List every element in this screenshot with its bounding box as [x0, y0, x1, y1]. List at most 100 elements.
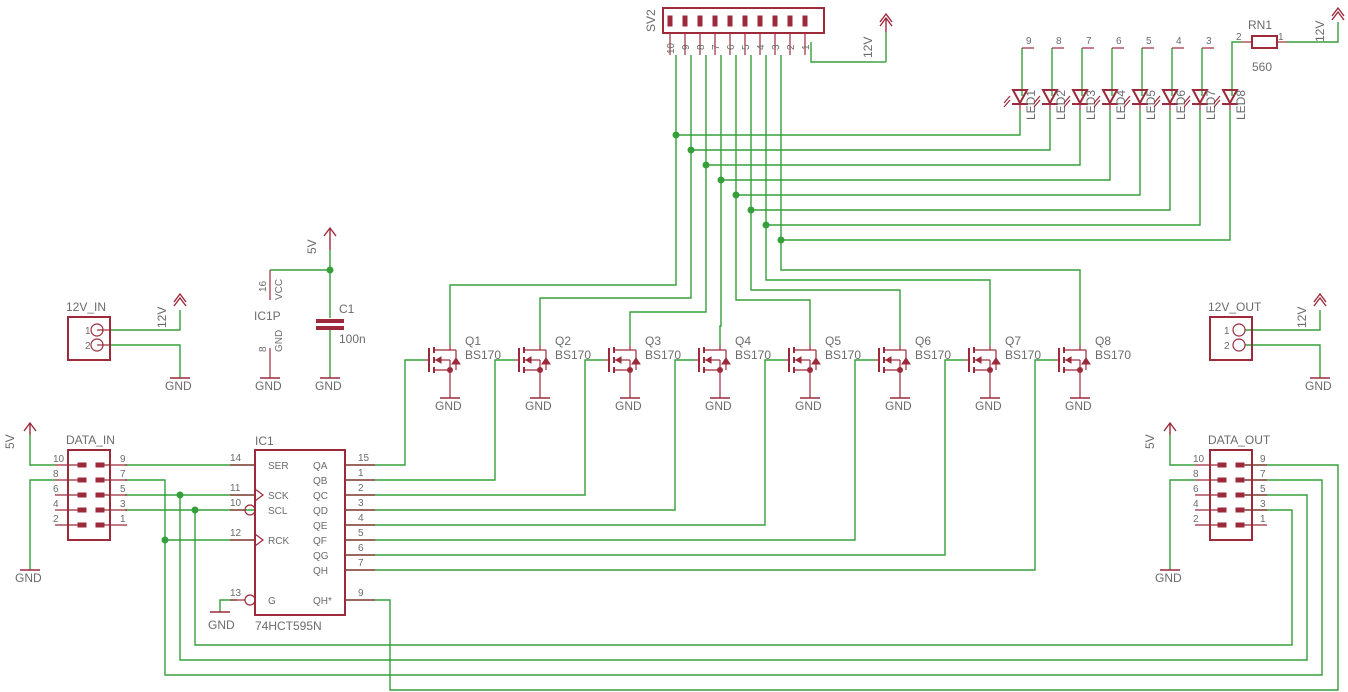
- ic1-value: 74HCT595N: [255, 619, 322, 633]
- gnd-label: GND: [615, 399, 642, 413]
- svg-text:GND: GND: [315, 379, 342, 393]
- svg-text:GND: GND: [1305, 379, 1332, 393]
- mosfet-label: Q6: [915, 334, 931, 348]
- header-pin-number: 1: [120, 514, 126, 525]
- mosfet-label: Q1: [465, 334, 481, 348]
- svg-text:GND: GND: [1155, 571, 1182, 585]
- x12v-in-connector: 1 2 12V_IN: [66, 300, 111, 361]
- gnd-label: GND: [885, 399, 912, 413]
- rn1-pin-number: 8: [1056, 36, 1062, 47]
- x12v-out-connector: 1 2 12V_OUT: [1208, 300, 1262, 361]
- rn1-pin-number: 3: [1206, 36, 1212, 47]
- ic1-pin-number: 1: [358, 468, 364, 479]
- mosfet-label: Q5: [825, 334, 841, 348]
- led: LED1: [1003, 89, 1038, 120]
- svg-text:GND: GND: [274, 330, 285, 352]
- rn1-pin-number: 7: [1086, 36, 1092, 47]
- led-label: LED8: [1234, 90, 1248, 120]
- led: LED2: [1033, 89, 1068, 120]
- header-pin-number: 8: [53, 469, 59, 480]
- ic1-pin-number: 4: [358, 513, 364, 524]
- ic1-pin-label: QB: [313, 476, 328, 487]
- power-5v-data-out: 5V: [1143, 421, 1177, 449]
- ic1-pin-label: QH*: [313, 596, 332, 607]
- header-pin-number: 4: [53, 499, 59, 510]
- rn1-label: RN1: [1248, 18, 1272, 32]
- junctions: [161, 131, 785, 544]
- gnd-label: GND: [975, 399, 1002, 413]
- ic1-pin-label: SCK: [268, 491, 289, 502]
- gnd-12v-out: GND: [1305, 377, 1332, 393]
- header-pin-number: 2: [1193, 514, 1199, 525]
- c1-capacitor: C1 100n: [316, 302, 366, 346]
- header-pin-number: 10: [53, 454, 65, 465]
- header-pin-number: 7: [120, 469, 126, 480]
- ic1-pin-label: QA: [313, 461, 328, 472]
- sv2-pin-number: 1: [801, 44, 812, 50]
- sv2-pin-number: 4: [756, 44, 767, 50]
- header-pin-number: 1: [1260, 514, 1266, 525]
- svg-text:8: 8: [258, 346, 269, 352]
- header-pin-number: 2: [53, 514, 59, 525]
- svg-text:5V: 5V: [3, 434, 17, 449]
- gnd-label: GND: [795, 399, 822, 413]
- power-12v-rn1: 12V: [1313, 6, 1345, 42]
- ic1-pin-label: RCK: [268, 536, 289, 547]
- rn1-pin-number: 4: [1176, 36, 1182, 47]
- ic1-pin-number: 10: [230, 498, 242, 509]
- rn1-pin-number: 5: [1146, 36, 1152, 47]
- mosfet-value: BS170: [555, 348, 591, 362]
- x12v-out-label: 12V_OUT: [1208, 300, 1262, 314]
- mosfet-label: Q8: [1095, 334, 1111, 348]
- ic1-pin-label: G: [268, 596, 276, 607]
- svg-text:1: 1: [1224, 326, 1230, 337]
- sv2-pin-number: 7: [711, 44, 722, 50]
- rn1-pin-number: 6: [1116, 36, 1122, 47]
- svg-text:2: 2: [1224, 341, 1230, 352]
- svg-text:1: 1: [1278, 32, 1284, 43]
- ic1-pin-number: 5: [358, 528, 364, 539]
- mosfet-value: BS170: [645, 348, 681, 362]
- gnd-ic1p: GND: [255, 377, 282, 393]
- ic1-pin-label: SER: [268, 461, 289, 472]
- svg-text:12V: 12V: [155, 307, 169, 328]
- ic1-pin-number: 14: [230, 453, 242, 464]
- ic1-pin-number: 6: [358, 543, 364, 554]
- mosfet-value: BS170: [735, 348, 771, 362]
- ic1-pin-label: QD: [313, 506, 328, 517]
- gnd-c1: GND: [315, 377, 342, 393]
- ic1-label: IC1: [255, 434, 274, 448]
- ic1p-label: IC1P: [254, 309, 281, 323]
- ic1-pin-number: 7: [358, 558, 364, 569]
- header-pin-number: 4: [1193, 499, 1199, 510]
- header-pin-number: 9: [120, 454, 126, 465]
- svg-text:5V: 5V: [305, 239, 319, 254]
- header-pin-number: 3: [1260, 499, 1266, 510]
- mosfet-label: Q3: [645, 334, 661, 348]
- power-5v-data-in: 5V: [3, 421, 37, 449]
- data-out-label: DATA_OUT: [1208, 433, 1271, 447]
- header-pin-number: 9: [1260, 454, 1266, 465]
- ic1-pin-label: QE: [313, 521, 328, 532]
- led-label: LED1: [1024, 90, 1038, 120]
- ic1-pin-label: QG: [313, 551, 329, 562]
- sv2-label: SV2: [644, 9, 658, 32]
- data-in-label: DATA_IN: [66, 433, 115, 447]
- power-12v-in: 12V: [155, 292, 187, 328]
- gnd-label: GND: [525, 399, 552, 413]
- gnd-label: GND: [435, 399, 462, 413]
- led-label: LED6: [1174, 90, 1188, 120]
- ic1-pin-number: 9: [358, 588, 364, 599]
- ic1-pin-number: 2: [358, 483, 364, 494]
- mosfet-label: Q7: [1005, 334, 1021, 348]
- rn1-value: 560: [1252, 60, 1272, 74]
